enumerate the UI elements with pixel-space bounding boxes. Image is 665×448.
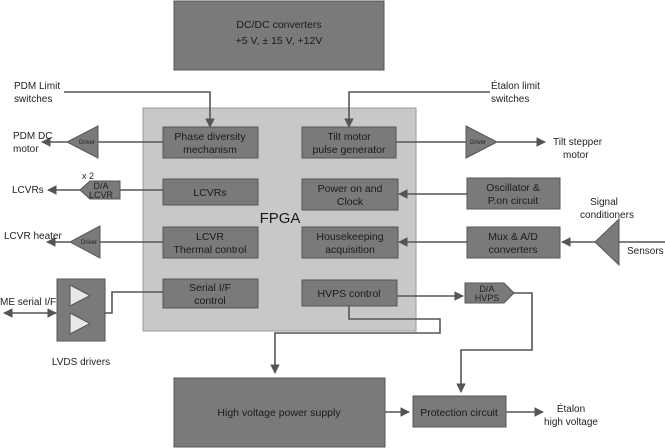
oscillator-block: Oscillator & P.on circuit [466,177,561,210]
sensors-label: Sensors [627,246,664,257]
x2-label: x 2 [82,171,94,181]
da-hvps: D/A HVPS [464,282,515,304]
tilt-driver-label: Driver [470,140,486,146]
dcdc-voltages: +5 V, ± 15 V, +12V [236,35,323,47]
lvds-drivers-label: LVDS drivers [52,357,110,368]
fpga-label: FPGA [260,210,301,227]
lcvrs-label: LCVRs [193,187,226,199]
mux-ad-line1: Mux & A/D [488,231,538,243]
power-on-line1: Power on and [318,183,383,195]
lcvr-thermal-line2: Thermal control [174,244,247,256]
heater-driver: Driver [68,225,101,259]
protection-label: Protection circuit [420,407,498,419]
phase-diversity-line1: Phase diversity [174,131,246,143]
protection-circuit-block: Protection circuit [412,395,507,428]
lcvrs-block: LCVRs [162,178,259,206]
wires [3,91,665,417]
pdm-dc-line1: PDM DC [13,131,52,142]
me-serial-label: ME serial I/F [0,297,56,308]
dcdc-title: DC/DC converters [236,19,321,31]
lcvr-thermal-block: LCVR Thermal control [162,226,259,259]
lcvr-heater-label: LCVR heater [4,231,62,242]
signal-conditioner [594,217,620,267]
oscillator-line1: Oscillator & [486,182,540,194]
etalon-limit-line2: switches [491,94,529,105]
signal-cond-line1: Signal [590,197,618,208]
tilt-motor-block: Tilt motor pulse generator [301,126,397,159]
tilt-stepper-line1: Tilt stepper [553,137,603,148]
pdm-limit-line1: PDM Limit [14,81,60,92]
lcvrs-out-label: LCVRs [12,185,44,196]
pdm-driver: Driver [65,125,99,159]
pdm-dc-line2: motor [13,144,39,155]
heater-driver-label: Driver [81,240,97,246]
housekeeping-line2: acquisition [325,244,375,256]
lvds-driver-2 [69,312,92,335]
mux-ad-line2: converters [488,244,537,256]
etalon-hv-line1: Étalon [557,402,585,415]
pdm-limit-line2: switches [14,94,52,105]
housekeeping-block: Housekeeping acquisition [301,226,399,259]
tilt-driver: Driver [465,125,499,159]
lvds-driver-1 [69,284,92,307]
hv-supply-label: High voltage power supply [217,407,341,419]
phase-diversity-line2: mechanism [183,144,237,156]
lvds-drivers [56,278,106,342]
dcdc-converters-block: DC/DC converters +5 V, ± 15 V, +12V [173,0,385,71]
hv-power-supply-block: High voltage power supply [173,377,386,448]
hvps-control-label: HVPS control [317,288,380,300]
power-on-line2: Clock [337,196,364,208]
serial-if-line1: Serial I/F [189,282,231,294]
phase-diversity-block: Phase diversity mechanism [162,126,259,159]
da-lcvr-line1: D/A [93,181,108,191]
hvps-control-block: HVPS control [301,279,398,307]
serial-if-block: Serial I/F control [162,278,259,309]
da-hvps-line2: HVPS [475,293,500,303]
tilt-motor-line1: Tilt motor [327,131,371,143]
da-lcvr-line2: LCVR [89,190,114,200]
da-hvps-line1: D/A [479,284,494,294]
lcvr-thermal-line1: LCVR [196,231,224,243]
signal-cond-line2: conditioners [580,210,634,221]
mux-ad-block: Mux & A/D converters [466,226,561,259]
etalon-hv-line2: high voltage [544,417,598,428]
pdm-driver-label: Driver [79,140,95,146]
tilt-motor-line2: pulse generator [313,144,386,156]
power-on-clock-block: Power on and Clock [301,178,399,211]
oscillator-line2: P.on circuit [488,195,539,207]
etalon-limit-line1: Étalon limit [491,79,540,92]
da-lcvr: D/A LCVR [79,180,121,200]
tilt-stepper-line2: motor [563,150,589,161]
housekeeping-line1: Housekeeping [316,231,383,243]
serial-if-line2: control [194,295,226,307]
